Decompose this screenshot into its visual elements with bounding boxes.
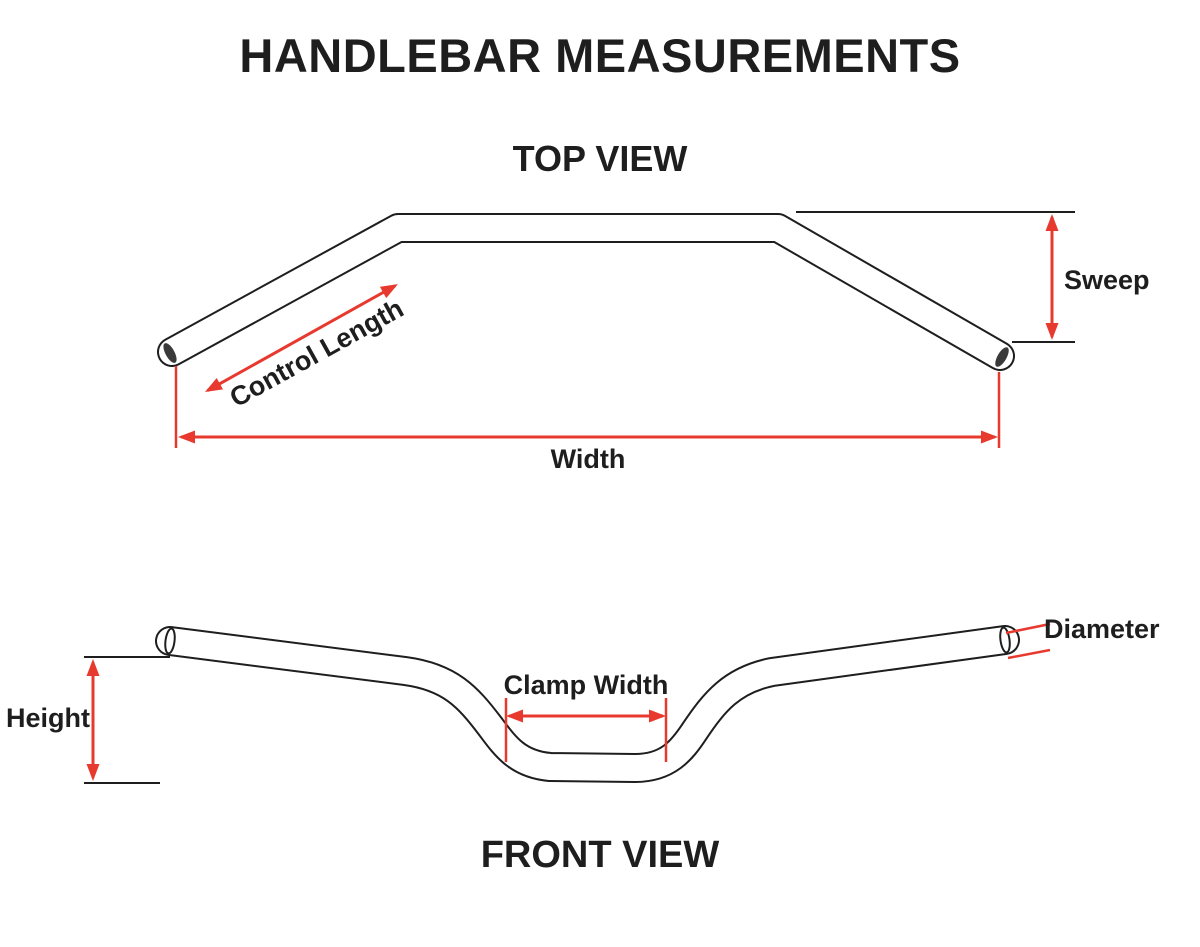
sweep-label: Sweep — [1064, 265, 1150, 295]
clamp-width-arrow — [506, 709, 666, 723]
height-label: Height — [6, 703, 90, 733]
clamp-width-label: Clamp Width — [503, 670, 669, 700]
diameter-leader-lines — [1005, 622, 1051, 660]
width-extension-lines — [174, 366, 1001, 448]
page-title: HANDLEBAR MEASUREMENTS — [239, 29, 961, 82]
top-view-heading: TOP VIEW — [512, 138, 688, 179]
width-arrow — [178, 430, 998, 444]
width-label: Width — [550, 444, 626, 474]
top-view-handlebar — [157, 213, 1015, 371]
height-arrow — [86, 659, 100, 781]
front-view-handlebar — [155, 625, 1020, 783]
top-view-right-bar-end — [995, 347, 1009, 367]
sweep-extension-lines — [796, 211, 1075, 343]
height-extension-lines — [84, 656, 170, 784]
clamp-width-extension-lines — [504, 698, 668, 762]
front-view-left-bar-end — [164, 627, 176, 655]
front-view-heading: FRONT VIEW — [480, 834, 720, 876]
diameter-label: Diameter — [1044, 614, 1160, 644]
top-view-left-bar-end — [163, 343, 177, 363]
control-length-arrow — [205, 284, 398, 392]
sweep-arrow — [1045, 214, 1059, 340]
